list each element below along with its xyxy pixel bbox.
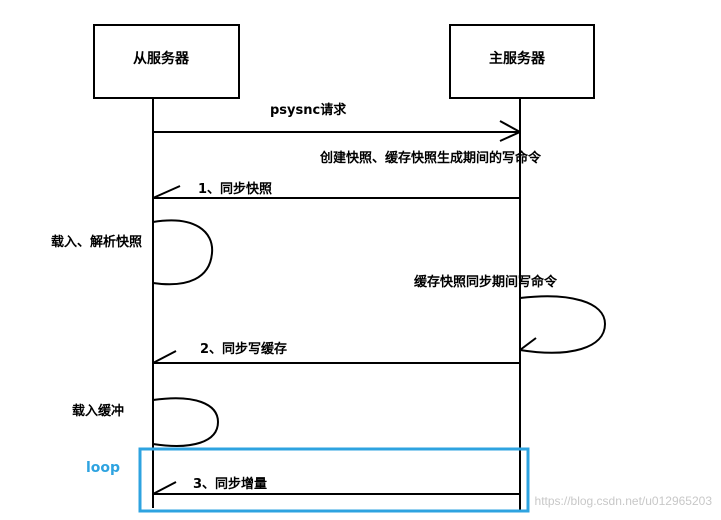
psync-arrowhead-lower	[499, 131, 521, 142]
sync-incremental-label: 3、同步增量	[193, 476, 267, 492]
load-snapshot-label: 载入、解析快照	[51, 234, 142, 250]
master-server-box	[449, 24, 595, 99]
psync-arrowhead-upper	[499, 120, 521, 133]
sync-buffer-label: 2、同步写缓存	[200, 341, 287, 357]
psync-label: psysnc请求	[270, 102, 347, 118]
load-buffer-loop	[152, 397, 220, 447]
sync-snapshot-arrowhead	[152, 185, 181, 199]
buffer-writes-loop	[519, 295, 607, 354]
buffer-writes-label: 缓存快照同步期间写命令	[414, 274, 558, 290]
slave-server-box	[93, 24, 240, 99]
slave-server-label: 从服务器	[133, 50, 190, 67]
loop-label: loop	[86, 460, 120, 476]
create-snapshot-label: 创建快照、缓存快照生成期间的写命令	[319, 150, 542, 166]
load-snapshot-loop	[152, 219, 214, 286]
loop-frame	[138, 447, 530, 513]
sync-snapshot-label: 1、同步快照	[198, 181, 272, 197]
sync-buffer-arrowhead	[152, 350, 177, 364]
master-server-label: 主服务器	[489, 50, 546, 67]
buffer-writes-arrowhead	[519, 337, 537, 351]
load-buffer-label: 载入缓冲	[72, 403, 124, 419]
sync-incremental-arrowhead	[152, 481, 177, 495]
watermark: https://blog.csdn.net/u012965203	[535, 494, 713, 508]
